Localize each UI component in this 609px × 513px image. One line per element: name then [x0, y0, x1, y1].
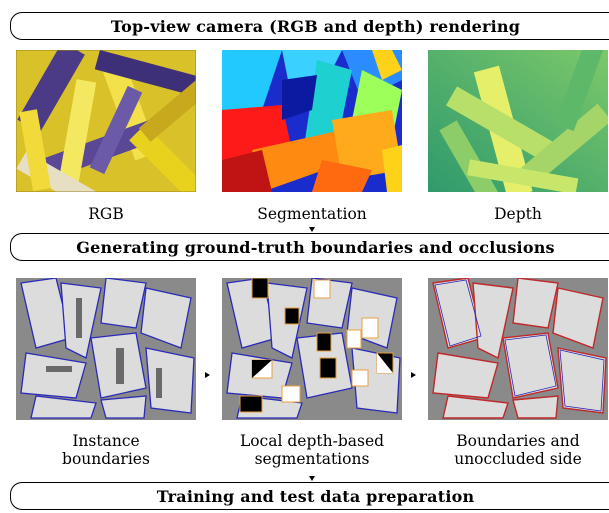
depth-image: [428, 50, 608, 192]
arrow-right-2: [411, 372, 416, 378]
boundaries-unoccluded-graphic: [428, 278, 608, 420]
instance-boundaries-image: [16, 278, 196, 420]
stage-banner-data-prep: Training and test data preparation: [10, 482, 609, 510]
stage-banner-top-view: Top-view camera (RGB and depth) renderin…: [10, 12, 609, 40]
stage-title-top-view: Top-view camera (RGB and depth) renderin…: [110, 16, 521, 36]
rgb-image-graphic: [16, 50, 196, 192]
instance-boundaries-graphic: [16, 278, 196, 420]
local-segmentations-image: [222, 278, 402, 420]
caption-segmentation: Segmentation: [257, 205, 367, 223]
stage-title-data-prep: Training and test data preparation: [156, 486, 475, 506]
caption-boundaries-unoccluded: Boundaries and unoccluded side: [454, 432, 582, 468]
arrow-right-1: [205, 372, 210, 378]
stage-banner-ground-truth: Generating ground-truth boundaries and o…: [10, 233, 609, 261]
segmentation-image-graphic: [222, 50, 402, 192]
stage-title-ground-truth: Generating ground-truth boundaries and o…: [76, 237, 555, 257]
caption-local-segmentations: Local depth-based segmentations: [239, 432, 385, 468]
arrow-down-2: [309, 476, 315, 481]
arrow-down-1: [309, 227, 315, 232]
caption-rgb: RGB: [88, 205, 124, 223]
rgb-image: [16, 50, 196, 192]
depth-image-graphic: [428, 50, 608, 192]
local-segmentations-graphic: [222, 278, 402, 420]
caption-instance-boundaries: Instance boundaries: [62, 432, 150, 468]
segmentation-image: [222, 50, 402, 192]
boundaries-unoccluded-image: [428, 278, 608, 420]
caption-depth: Depth: [494, 205, 542, 223]
